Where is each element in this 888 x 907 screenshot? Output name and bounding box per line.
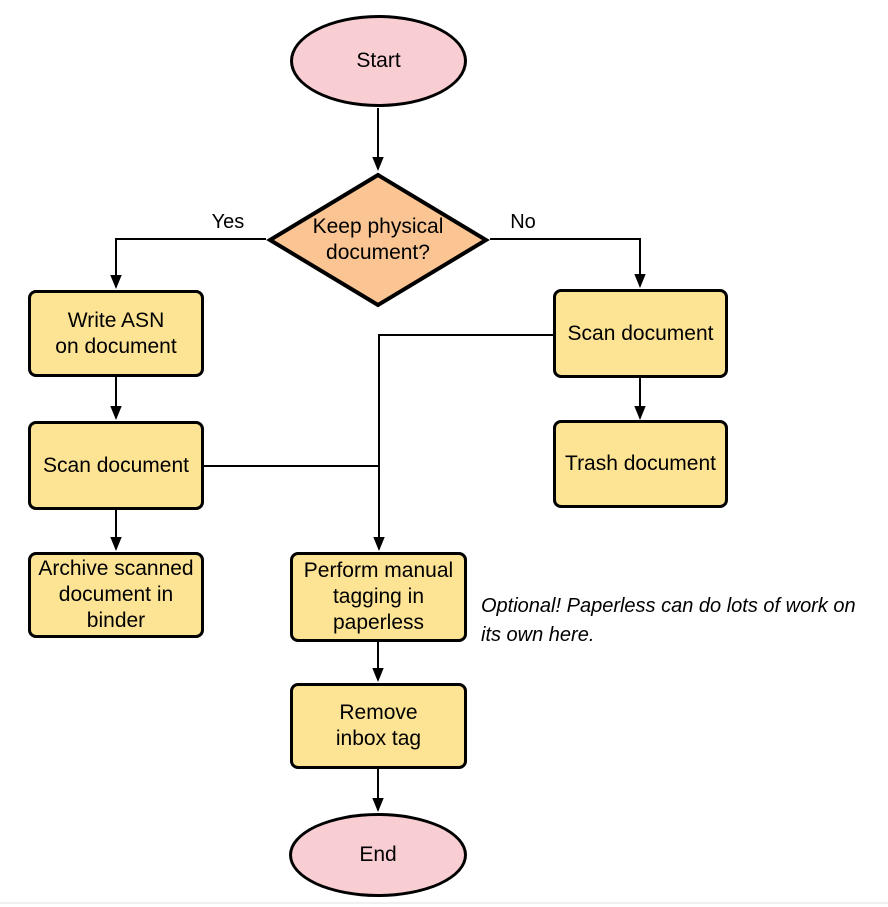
node-remove-inbox-tag: Remove inbox tag: [290, 683, 467, 769]
node-remove-inbox-line2: inbox tag: [335, 727, 422, 750]
bottom-divider: [0, 902, 888, 904]
node-write-asn-line1: Write ASN: [67, 308, 165, 332]
edge-decision-yes-to-write-asn: [110, 238, 266, 289]
node-trash-document-label: Trash document: [565, 452, 716, 475]
annotation-line1: Optional! Paperless can do lots of work …: [481, 595, 856, 617]
edge-label-yes: Yes: [211, 211, 245, 233]
node-decision-label: Keep physical document?: [266, 172, 490, 308]
node-write-asn: Write ASN on document: [28, 290, 204, 377]
node-decision-line1: Keep physical: [312, 215, 444, 238]
node-manual-tagging-line1: Perform manual: [303, 559, 454, 582]
annotation-optional-note: Optional! Paperless can do lots of work …: [481, 592, 888, 650]
node-scan-document-right-label: Scan document: [567, 321, 714, 345]
edge-decision-no-to-scan-right: [490, 238, 646, 288]
annotation-line2: its own here.: [481, 624, 595, 646]
node-remove-inbox-line1: Remove: [339, 701, 418, 724]
node-decision: Keep physical document?: [266, 172, 490, 308]
edge-label-no: No: [510, 211, 536, 233]
node-archive-binder: Archive scanned document in binder: [28, 552, 204, 638]
node-manual-tagging-line3: paperless: [332, 611, 425, 634]
node-manual-tagging-line2: tagging in: [332, 585, 425, 608]
diamond-shape-icon: [266, 172, 490, 308]
node-archive-line2: document in: [58, 583, 174, 606]
node-trash-document: Trash document: [553, 420, 728, 508]
node-end-label: End: [359, 843, 397, 866]
node-start: Start: [290, 15, 467, 107]
node-archive-line1: Archive scanned: [38, 557, 194, 580]
node-end: End: [289, 813, 467, 897]
node-write-asn-line2: on document: [55, 334, 177, 358]
node-archive-line3: binder: [86, 609, 146, 632]
edge-scan-right-to-tagging: [373, 334, 553, 551]
node-decision-line2: document?: [326, 241, 430, 264]
node-scan-document-left-label: Scan document: [43, 453, 189, 477]
node-scan-document-left: Scan document: [28, 421, 204, 510]
node-start-label: Start: [356, 49, 401, 72]
node-scan-document-right: Scan document: [553, 289, 728, 378]
node-manual-tagging: Perform manual tagging in paperless: [290, 552, 467, 642]
